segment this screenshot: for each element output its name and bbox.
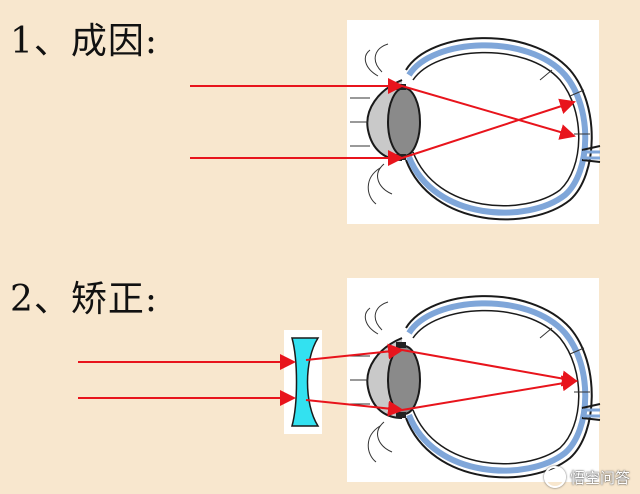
correction-label: 2、矫正: (10, 279, 159, 320)
ray-diverged-lower (305, 399, 404, 417)
eye-cause (350, 37, 601, 221)
concave-lens (284, 330, 322, 434)
ray-refracted-lower (401, 98, 576, 159)
rays-correction (78, 343, 578, 417)
watermark-text: 悟空问答 (569, 468, 630, 487)
eye-correction (350, 295, 601, 479)
ray-refracted-upper (401, 349, 578, 387)
ray-diverged-upper (305, 343, 404, 361)
optic-nerve (581, 145, 601, 163)
eye-outer-wall (405, 37, 593, 221)
eye-inner-wall (412, 51, 580, 207)
eye-inner-wall (412, 309, 580, 465)
chat-logo-icon (543, 466, 566, 488)
eye-outer-wall (405, 295, 593, 479)
optic-nerve (581, 403, 601, 421)
rays-cause (190, 78, 576, 166)
watermark: 悟空问答 (543, 466, 630, 488)
cause-label: 1、成因: (10, 21, 159, 62)
eye-blue-wall (406, 300, 589, 474)
ray-refracted-upper (401, 85, 576, 140)
ray-refracted-lower (401, 375, 578, 411)
crystalline-lens (387, 87, 421, 157)
crystalline-lens (387, 345, 421, 415)
eye-blue-wall (406, 42, 589, 216)
